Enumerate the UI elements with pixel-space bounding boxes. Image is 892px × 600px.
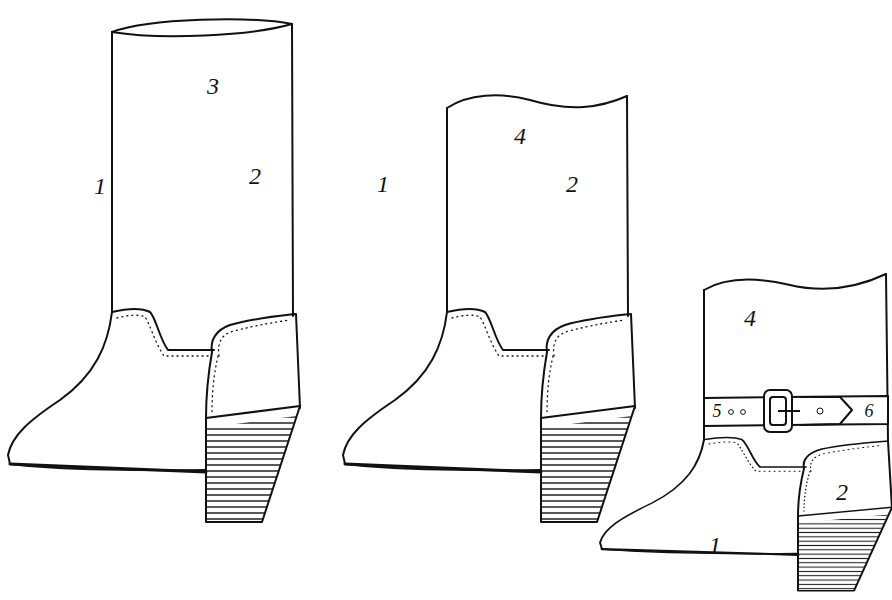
strap-hole [741,410,746,415]
boot-opening [112,24,292,36]
callout-number: 5 [713,402,722,420]
mid-boot [447,95,628,316]
boot-foot [343,309,635,522]
strap-hole [729,410,734,415]
strap-tip [800,397,852,425]
boot-shaft [446,108,448,312]
callout-number: 2 [249,164,261,188]
boot-foot [600,437,892,590]
callout-number: 1 [377,172,389,196]
callout-number: 4 [514,124,526,148]
callout-number: 3 [207,74,219,98]
callout-number: 2 [836,480,848,504]
strap-holes [729,408,823,414]
boot-opening [447,95,627,108]
boot-foot [8,309,300,522]
callout-number: 2 [566,172,578,196]
buckle-prong [778,410,800,412]
callout-number: 6 [865,402,874,420]
strap [704,390,888,432]
boot-opening [704,274,886,290]
strap-hole [817,408,823,414]
boot-shaft [627,96,628,316]
strap-band [704,396,888,426]
tall-boot [112,19,293,316]
boot-shaft [111,32,113,312]
boot-shaft [292,24,293,316]
callout-number: 1 [709,533,721,557]
callout-number: 4 [744,306,756,330]
callout-number: 1 [94,174,106,198]
strap-boot [704,274,888,441]
